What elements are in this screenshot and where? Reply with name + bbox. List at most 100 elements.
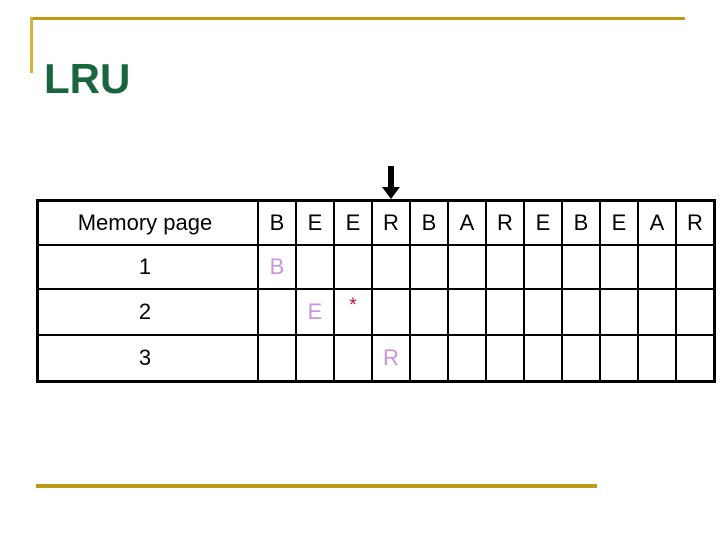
frame-1-step-5-cell	[447, 244, 487, 290]
empty-cell	[449, 358, 485, 359]
frame-1-step-2-cell	[333, 244, 373, 290]
empty-cell	[449, 267, 485, 268]
reference-letter: A	[649, 210, 665, 235]
frame-3-step-4-cell	[409, 334, 449, 383]
reference-letter: R	[497, 210, 513, 235]
empty-cell	[259, 358, 295, 359]
frame-1-step-10-cell	[637, 244, 677, 290]
frame-2-step-2-cell: *	[333, 288, 373, 336]
reference-string-cell-4: B	[409, 199, 449, 246]
frame-number-cell-3: 3	[36, 334, 259, 383]
reference-letter: B	[269, 210, 285, 235]
empty-cell	[297, 267, 333, 268]
loaded-page-value: E	[307, 299, 323, 324]
empty-cell	[373, 267, 409, 268]
empty-cell	[411, 358, 447, 359]
empty-cell	[487, 358, 523, 359]
frame-3-step-11-cell	[675, 334, 716, 383]
reference-letter: R	[687, 210, 703, 235]
frame-number-cell-1: 1	[36, 244, 259, 290]
frame-3-step-3-cell: R	[371, 334, 411, 383]
frame-1-step-1-cell	[295, 244, 335, 290]
current-step-arrow-icon	[379, 166, 403, 200]
frame-2-step-9-cell	[599, 288, 639, 336]
frame-3-step-5-cell	[447, 334, 487, 383]
frame-2-step-10-cell	[637, 288, 677, 336]
empty-cell	[335, 267, 371, 268]
empty-cell	[259, 312, 295, 313]
frame-2-step-6-cell	[485, 288, 525, 336]
empty-cell	[639, 358, 675, 359]
empty-cell	[525, 358, 561, 359]
reference-letter: E	[535, 210, 551, 235]
frame-2-step-3-cell	[371, 288, 411, 336]
frame-2-step-1-cell: E	[295, 288, 335, 336]
reference-letter: E	[611, 210, 627, 235]
reference-string-cell-0: B	[257, 199, 297, 246]
reference-letter: E	[307, 210, 323, 235]
reference-letter: B	[421, 210, 437, 235]
frame-1-step-4-cell	[409, 244, 449, 290]
slide-top-rule	[30, 17, 685, 20]
reference-string-cell-2: E	[333, 199, 373, 246]
reference-letter: E	[345, 210, 361, 235]
frame-3-step-6-cell	[485, 334, 525, 383]
reference-letter: B	[573, 210, 589, 235]
reference-string-cell-11: R	[675, 199, 716, 246]
empty-cell	[411, 267, 447, 268]
reference-letter: A	[459, 210, 475, 235]
frame-3-step-1-cell	[295, 334, 335, 383]
empty-cell	[677, 312, 713, 313]
empty-cell	[563, 267, 599, 268]
slide-bottom-rule	[36, 484, 597, 488]
frame-1-step-11-cell	[675, 244, 716, 290]
empty-cell	[297, 358, 333, 359]
frame-3-step-2-cell	[333, 334, 373, 383]
frame-1-step-8-cell	[561, 244, 601, 290]
reference-string-cell-10: A	[637, 199, 677, 246]
empty-cell	[639, 267, 675, 268]
memory-page-header-label: Memory page	[77, 210, 213, 235]
frame-number-label: 3	[138, 345, 152, 370]
page-title: LRU	[44, 55, 131, 103]
empty-cell	[449, 312, 485, 313]
frame-3-step-8-cell	[561, 334, 601, 383]
reference-string-cell-3: R	[371, 199, 411, 246]
frame-2-step-8-cell	[561, 288, 601, 336]
frame-number-cell-2: 2	[36, 288, 259, 336]
frame-number-label: 1	[138, 254, 152, 279]
empty-cell	[677, 358, 713, 359]
empty-cell	[601, 267, 637, 268]
empty-cell	[411, 312, 447, 313]
frame-1-step-9-cell	[599, 244, 639, 290]
reference-string-cell-6: R	[485, 199, 525, 246]
empty-cell	[373, 312, 409, 313]
loaded-page-value: R	[383, 345, 399, 370]
frame-3-step-10-cell	[637, 334, 677, 383]
frame-3-step-9-cell	[599, 334, 639, 383]
slide-left-accent-tick	[30, 17, 33, 73]
frame-1-step-7-cell	[523, 244, 563, 290]
frame-2-step-11-cell	[675, 288, 716, 336]
empty-cell	[677, 267, 713, 268]
loaded-page-value: B	[269, 254, 285, 279]
empty-cell	[487, 312, 523, 313]
empty-cell	[525, 312, 561, 313]
table-row: 2 E *	[36, 288, 716, 336]
empty-cell	[601, 312, 637, 313]
reference-string-cell-1: E	[295, 199, 335, 246]
frame-1-step-6-cell	[485, 244, 525, 290]
frame-2-step-4-cell	[409, 288, 449, 336]
frame-3-step-0-cell	[257, 334, 297, 383]
reference-string-cell-5: A	[447, 199, 487, 246]
frame-number-label: 2	[138, 299, 152, 324]
empty-cell	[563, 312, 599, 313]
frame-3-step-7-cell	[523, 334, 563, 383]
empty-cell	[639, 312, 675, 313]
empty-cell	[487, 267, 523, 268]
frame-2-step-0-cell	[257, 288, 297, 336]
